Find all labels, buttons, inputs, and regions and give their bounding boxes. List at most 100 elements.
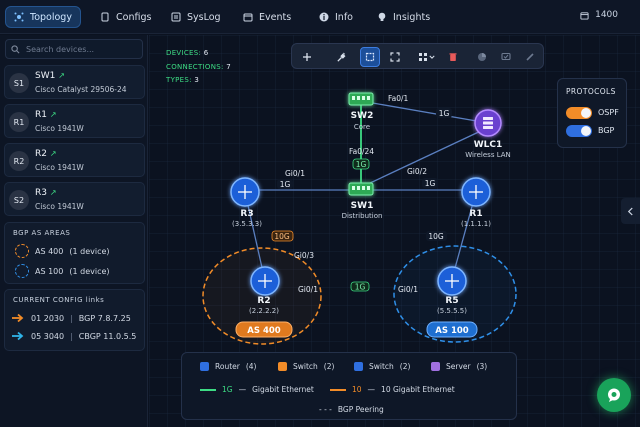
tab-label: Insights bbox=[393, 11, 431, 23]
select-icon bbox=[365, 52, 375, 62]
port-label: Gi0/1 bbox=[285, 169, 305, 178]
sidebar: S1 SW1 ↗ Cisco Catalyst 29506-24 R1 R1 ↗… bbox=[0, 35, 148, 427]
config-row[interactable]: 05 3040 | CBGP 11.0.5.5 bbox=[11, 331, 136, 341]
node-name: SW2 bbox=[351, 111, 374, 121]
area-count: (1 device) bbox=[69, 266, 110, 276]
tab-topology[interactable]: Topology bbox=[5, 6, 81, 28]
tab-label: SysLog bbox=[187, 11, 221, 23]
port-label: Gi0/1 bbox=[298, 285, 318, 294]
node-r3[interactable]: R3 (3.5.3.3) bbox=[230, 177, 262, 228]
chat-icon bbox=[608, 388, 620, 402]
delete-button[interactable] bbox=[443, 47, 463, 67]
panel-title: BGP AS AREAS bbox=[13, 229, 71, 237]
pie-chart-icon bbox=[478, 53, 486, 61]
as-area-400[interactable] bbox=[202, 247, 322, 345]
topology-icon bbox=[14, 12, 24, 22]
node-r1[interactable]: R1 (1.1.1.1) bbox=[461, 177, 491, 228]
node-sw1[interactable]: SW1 Distribution bbox=[342, 182, 383, 220]
avatar: S1 bbox=[9, 73, 29, 93]
layout-button[interactable] bbox=[413, 47, 433, 67]
dashed-circle-icon bbox=[15, 264, 29, 278]
speed-label: 1G bbox=[439, 109, 450, 118]
plus-icon bbox=[303, 53, 311, 61]
config-desc: BGP 7.8.7.25 bbox=[78, 313, 131, 323]
lightbulb-icon bbox=[378, 12, 386, 21]
message-icon bbox=[501, 52, 511, 61]
device-item[interactable]: S2 R3 ↗ Cisco 1941W bbox=[4, 182, 145, 216]
connect-button[interactable] bbox=[331, 47, 351, 67]
chat-button[interactable] bbox=[597, 378, 631, 412]
node-r2[interactable]: R2 (2.2.2.2) bbox=[249, 266, 280, 315]
speed-label: 1G bbox=[280, 180, 291, 189]
node-r5[interactable]: R5 (5.5.5.5) bbox=[437, 266, 467, 315]
node-sub: (3.5.3.3) bbox=[232, 220, 262, 228]
legend-swatch bbox=[278, 362, 287, 371]
bgp-area-row[interactable]: AS 400 (1 device) bbox=[15, 244, 110, 258]
link-r3-r2[interactable] bbox=[244, 191, 266, 282]
as-label: AS 400 bbox=[247, 326, 280, 336]
tab-configs[interactable]: Configs bbox=[92, 6, 159, 28]
config-links-panel: CURRENT CONFIG links 01 2030 | BGP 7.8.7… bbox=[4, 289, 145, 351]
ospf-toggle[interactable] bbox=[566, 107, 592, 119]
device-name: SW1 bbox=[35, 71, 56, 81]
bgp-area-row[interactable]: AS 100 (1 device) bbox=[15, 264, 110, 278]
tab-insights[interactable]: Insights bbox=[369, 6, 438, 28]
stat-devices: DEVICES: 6 bbox=[166, 49, 209, 57]
speed-tag bbox=[426, 231, 447, 241]
protocols-panel: PROTOCOLS OSPF BGP bbox=[557, 78, 627, 148]
select-button[interactable] bbox=[360, 47, 380, 67]
status-up-icon: ↗ bbox=[49, 149, 57, 158]
counter-badge[interactable]: 1400 bbox=[580, 10, 618, 20]
tab-info[interactable]: Info bbox=[311, 6, 361, 28]
as-badge-100[interactable]: AS 100 bbox=[426, 321, 478, 338]
avatar: R2 bbox=[9, 151, 29, 171]
link-sw2-wlc1[interactable] bbox=[360, 100, 489, 124]
legend-item: Switch(2) bbox=[354, 362, 410, 371]
legend-item: Server(3) bbox=[431, 362, 487, 371]
expand-icon bbox=[390, 52, 400, 62]
config-row[interactable]: 01 2030 | BGP 7.8.7.25 bbox=[11, 313, 131, 323]
grid-icon bbox=[419, 53, 427, 61]
node-sw2[interactable]: SW2 Core bbox=[348, 92, 374, 131]
device-item[interactable]: R2 R2 ↗ Cisco 1941W bbox=[4, 143, 145, 177]
bgp-areas-panel: BGP AS AREAS AS 400 (1 device) AS 100 (1… bbox=[4, 222, 145, 284]
layout-dropdown[interactable] bbox=[427, 47, 437, 67]
arrow-right-icon bbox=[12, 331, 24, 341]
device-item[interactable]: S1 SW1 ↗ Cisco Catalyst 29506-24 bbox=[4, 65, 145, 99]
top-nav: Topology Configs SysLog Events Info Insi… bbox=[0, 0, 640, 34]
search-input[interactable] bbox=[26, 44, 136, 54]
device-name: R1 bbox=[35, 110, 47, 120]
add-button[interactable] bbox=[297, 47, 317, 67]
message-button[interactable] bbox=[496, 47, 516, 67]
config-desc: CBGP 11.0.5.5 bbox=[78, 331, 137, 341]
legend-item: Switch(2) bbox=[278, 362, 334, 371]
stat-connections: CONNECTIONS: 7 bbox=[166, 62, 231, 71]
topology-stats: DEVICES: 6 CONNECTIONS: 7 TYPES: 3 bbox=[166, 47, 231, 88]
node-wlc1[interactable]: WLC1 Wireless LAN bbox=[465, 109, 511, 159]
separator: | bbox=[70, 331, 73, 341]
edit-button[interactable] bbox=[520, 47, 540, 67]
device-model: Cisco Catalyst 29506-24 bbox=[35, 85, 127, 94]
node-name: SW1 bbox=[351, 201, 374, 211]
area-count: (1 device) bbox=[69, 246, 110, 256]
fit-view-button[interactable] bbox=[385, 47, 405, 67]
collapse-panel-button[interactable] bbox=[621, 198, 640, 224]
tab-events[interactable]: Events bbox=[235, 6, 299, 28]
link-sw1-wlc1[interactable] bbox=[367, 128, 486, 185]
bgp-toggle[interactable] bbox=[566, 125, 592, 137]
list-icon bbox=[171, 12, 181, 22]
node-name: WLC1 bbox=[474, 140, 503, 150]
device-item[interactable]: R1 R1 ↗ Cisco 1941W bbox=[4, 104, 145, 138]
link-r1-r5[interactable] bbox=[451, 191, 477, 280]
chart-button[interactable] bbox=[472, 47, 492, 67]
chevron-left-icon bbox=[627, 207, 633, 215]
search-icon bbox=[11, 44, 20, 53]
avatar: S2 bbox=[9, 190, 29, 210]
speed-tag bbox=[422, 178, 438, 188]
speed-tag bbox=[271, 230, 294, 242]
as-badge-400[interactable]: AS 400 bbox=[235, 321, 293, 338]
legend-panel: Router(4) Switch(2) Switch(2) Server(3) … bbox=[181, 352, 517, 420]
tab-syslog[interactable]: SysLog bbox=[163, 6, 229, 28]
node-sub: (5.5.5.5) bbox=[437, 307, 467, 315]
